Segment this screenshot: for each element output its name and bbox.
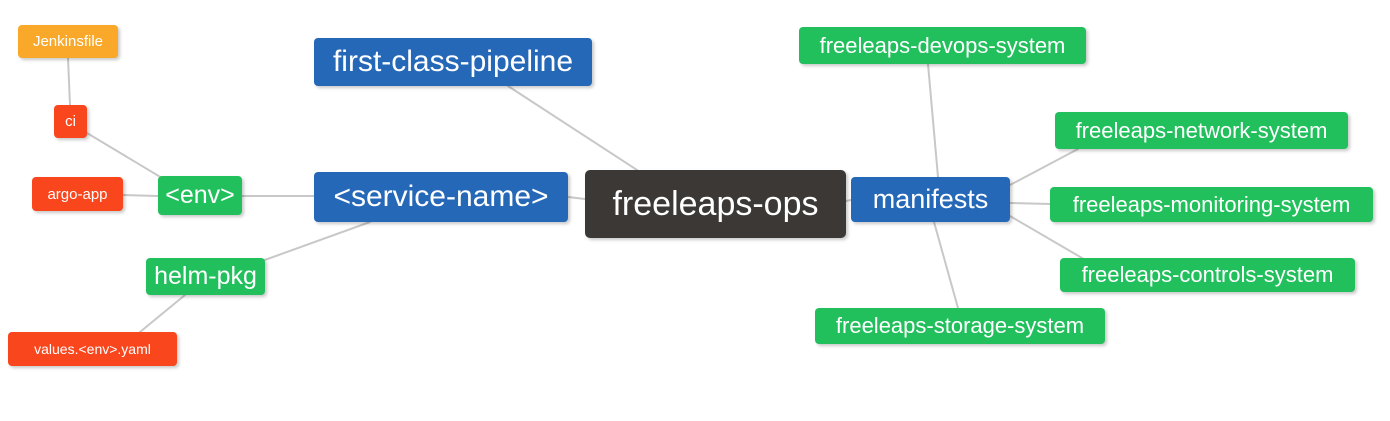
edge-service-name-to-freeleaps-ops bbox=[567, 196, 586, 200]
edge-jenkinsfile-to-ci bbox=[67, 57, 71, 106]
edge-argo-app-to-env bbox=[122, 194, 159, 197]
mindmap-node-env[interactable]: <env> bbox=[158, 176, 242, 215]
node-label: freeleaps-ops bbox=[612, 185, 819, 223]
edge-ci-to-env bbox=[86, 132, 163, 179]
mindmap-node-storage-system[interactable]: freeleaps-storage-system bbox=[815, 308, 1105, 344]
node-label: <env> bbox=[165, 181, 235, 209]
mindmap-node-controls-system[interactable]: freeleaps-controls-system bbox=[1060, 258, 1355, 292]
mindmap-node-freeleaps-ops[interactable]: freeleaps-ops bbox=[585, 170, 846, 238]
edge-manifests-to-monitoring-system bbox=[1009, 202, 1051, 205]
node-label: argo-app bbox=[47, 185, 108, 203]
mindmap-node-jenkinsfile[interactable]: Jenkinsfile bbox=[18, 25, 118, 58]
node-label: freeleaps-storage-system bbox=[835, 313, 1085, 338]
mindmap-node-service-name[interactable]: <service-name> bbox=[314, 172, 568, 222]
mindmap-node-argo-app[interactable]: argo-app bbox=[32, 177, 123, 211]
node-label: manifests bbox=[872, 184, 989, 214]
node-label: freeleaps-monitoring-system bbox=[1072, 191, 1351, 217]
edge-manifests-to-devops-system bbox=[927, 63, 939, 178]
edge-manifests-to-network-system bbox=[1009, 148, 1079, 186]
mindmap-node-monitoring-system[interactable]: freeleaps-monitoring-system bbox=[1050, 187, 1373, 222]
mindmap-node-first-class-pipeline[interactable]: first-class-pipeline bbox=[314, 38, 592, 86]
mindmap-node-network-system[interactable]: freeleaps-network-system bbox=[1055, 112, 1348, 149]
node-label: ci bbox=[65, 113, 76, 130]
node-label: first-class-pipeline bbox=[332, 45, 574, 78]
edge-values-yaml-to-helm-pkg bbox=[139, 294, 186, 333]
node-label: freeleaps-devops-system bbox=[819, 32, 1066, 58]
edge-first-class-pipeline-to-freeleaps-ops bbox=[507, 85, 638, 171]
node-label: Jenkinsfile bbox=[32, 33, 104, 50]
mindmap-node-helm-pkg[interactable]: helm-pkg bbox=[146, 258, 265, 295]
edge-helm-pkg-to-service-name bbox=[261, 221, 371, 262]
node-label: values.<env>.yaml bbox=[34, 341, 151, 357]
edge-manifests-to-controls-system bbox=[1009, 215, 1083, 259]
mindmap-node-ci[interactable]: ci bbox=[54, 105, 87, 138]
edge-manifests-to-storage-system bbox=[933, 221, 959, 309]
mindmap-node-values-yaml[interactable]: values.<env>.yaml bbox=[8, 332, 177, 366]
node-label: freeleaps-network-system bbox=[1075, 117, 1328, 143]
mindmap-node-manifests[interactable]: manifests bbox=[851, 177, 1010, 222]
mindmap-node-devops-system[interactable]: freeleaps-devops-system bbox=[799, 27, 1086, 64]
node-label: helm-pkg bbox=[154, 262, 257, 290]
node-label: <service-name> bbox=[333, 180, 549, 213]
node-label: freeleaps-controls-system bbox=[1081, 262, 1334, 287]
